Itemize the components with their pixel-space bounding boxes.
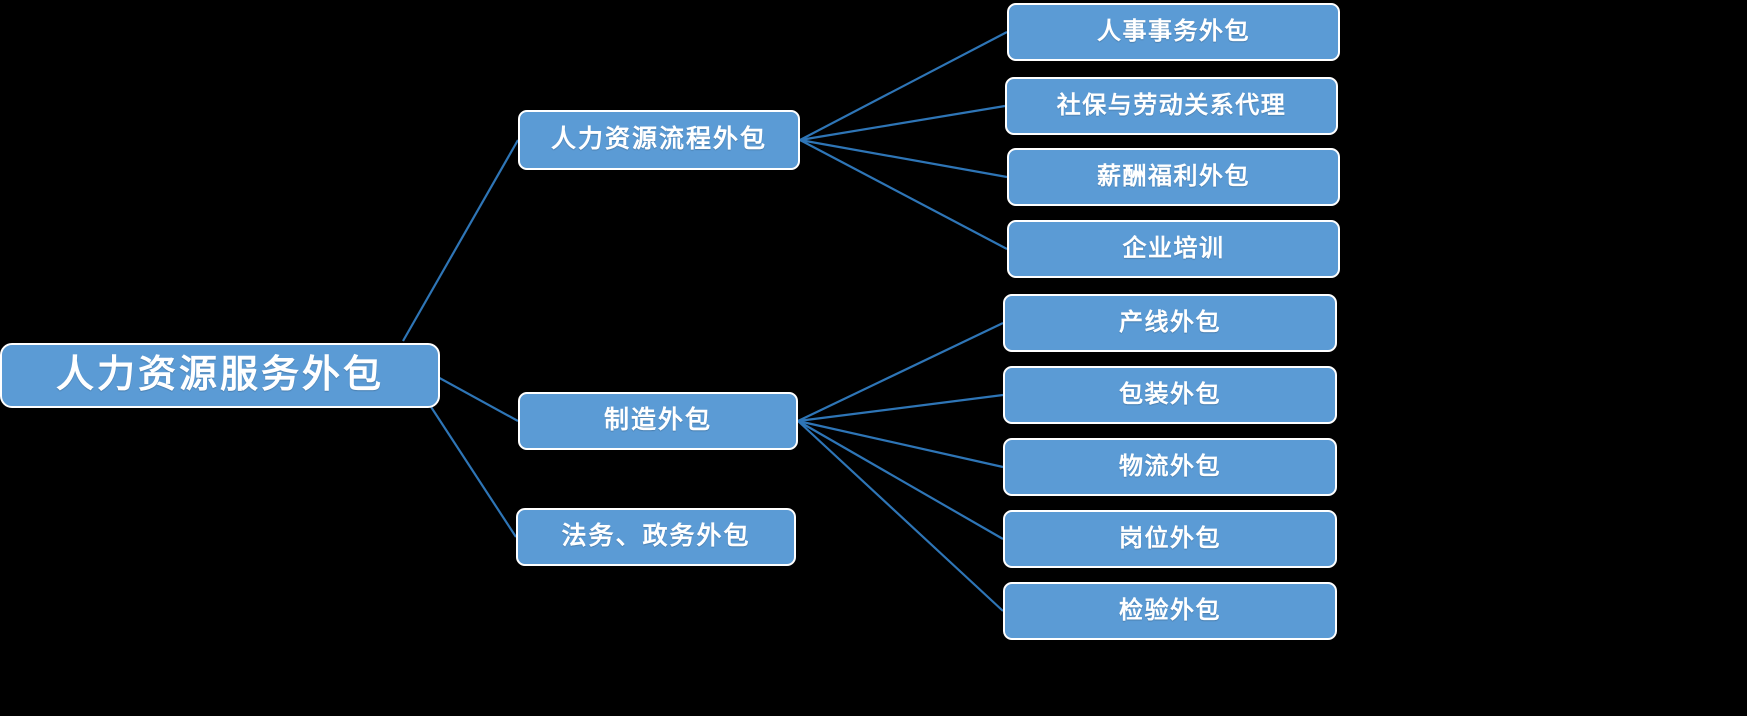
node-root[interactable]: 人力资源服务外包 [0,343,440,408]
node-l3-logistics[interactable]: 物流外包 [1003,438,1337,496]
connector-l2-manufacturing-to-l3-production-line [797,322,1004,422]
node-l3-production-line[interactable]: 产线外包 [1003,294,1337,352]
connector-l2-hr-process-to-l3-personnel-affairs [799,31,1008,141]
node-l3-inspection[interactable]: 检验外包 [1003,582,1337,640]
node-l3-social-insurance[interactable]: 社保与劳动关系代理 [1005,77,1338,135]
connector-l2-hr-process-to-l3-compensation-benefits [799,138,1008,179]
node-l3-compensation-benefits[interactable]: 薪酬福利外包 [1007,148,1340,206]
node-l2-hr-process[interactable]: 人力资源流程外包 [518,110,800,170]
node-l2-manufacturing[interactable]: 制造外包 [518,392,798,450]
node-l3-corporate-training[interactable]: 企业培训 [1007,220,1340,278]
connector-l2-hr-process-to-l3-corporate-training [799,139,1008,250]
connector-l2-manufacturing-to-l3-inspection [797,420,1004,612]
connector-root-to-l2-hr-process [402,139,519,342]
node-l3-personnel-affairs[interactable]: 人事事务外包 [1007,3,1340,61]
node-l3-staffing[interactable]: 岗位外包 [1003,510,1337,568]
node-l3-packaging[interactable]: 包装外包 [1003,366,1337,424]
connector-l2-hr-process-to-l3-social-insurance [799,104,1006,142]
connector-l2-manufacturing-to-l3-logistics [797,419,1004,469]
connector-l2-manufacturing-to-l3-packaging [797,393,1004,423]
connector-l2-manufacturing-to-l3-staffing [797,420,1004,540]
node-l2-legal-gov[interactable]: 法务、政务外包 [516,508,796,566]
